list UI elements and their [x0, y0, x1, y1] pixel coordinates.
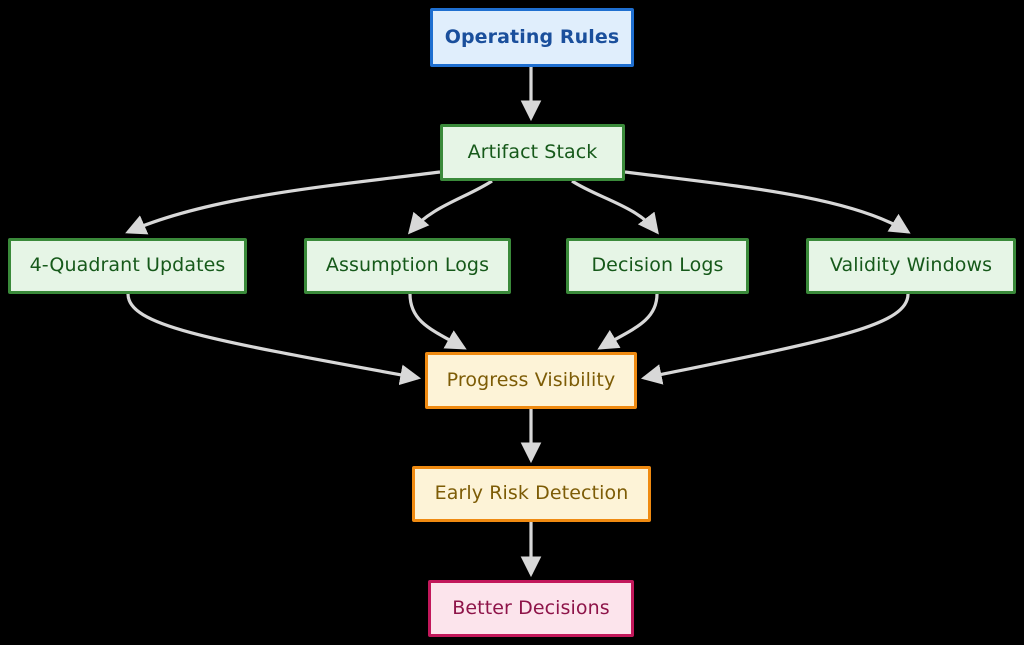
node-artifact-stack-label: Artifact Stack	[467, 140, 598, 163]
node-early-risk-detection-label: Early Risk Detection	[434, 482, 629, 505]
edge-assumption-logs-progress-visibility	[408, 293, 467, 350]
edge-artifact-stack-decision-logs	[571, 179, 659, 235]
node-assumption-logs-label: Assumption Logs	[325, 254, 490, 277]
node-assumption-logs[interactable]: Assumption Logs	[304, 238, 511, 294]
node-progress-visibility[interactable]: Progress Visibility	[425, 352, 637, 409]
node-decision-logs-label: Decision Logs	[591, 254, 724, 277]
node-better-decisions-label: Better Decisions	[452, 596, 610, 619]
edge-artifact-stack-quadrant-updates	[125, 170, 441, 235]
node-artifact-stack[interactable]: Artifact Stack	[440, 124, 625, 181]
node-decision-logs[interactable]: Decision Logs	[566, 238, 749, 294]
node-operating-rules-label: Operating Rules	[444, 25, 620, 48]
node-validity-windows-label: Validity Windows	[829, 254, 993, 277]
edge-validity-windows-progress-visibility	[640, 293, 910, 385]
node-quadrant-updates[interactable]: 4-Quadrant Updates	[8, 238, 247, 294]
node-operating-rules[interactable]: Operating Rules	[430, 8, 634, 67]
edge-artifact-stack-validity-windows	[624, 170, 911, 234]
node-validity-windows[interactable]: Validity Windows	[806, 238, 1016, 294]
edge-decision-logs-progress-visibility	[597, 293, 659, 350]
node-early-risk-detection[interactable]: Early Risk Detection	[412, 466, 651, 522]
edge-artifact-stack-assumption-logs	[407, 179, 493, 235]
node-quadrant-updates-label: 4-Quadrant Updates	[29, 254, 226, 277]
node-better-decisions[interactable]: Better Decisions	[428, 580, 634, 637]
edge-quadrant-updates-progress-visibility	[126, 293, 422, 386]
node-progress-visibility-label: Progress Visibility	[446, 368, 616, 391]
